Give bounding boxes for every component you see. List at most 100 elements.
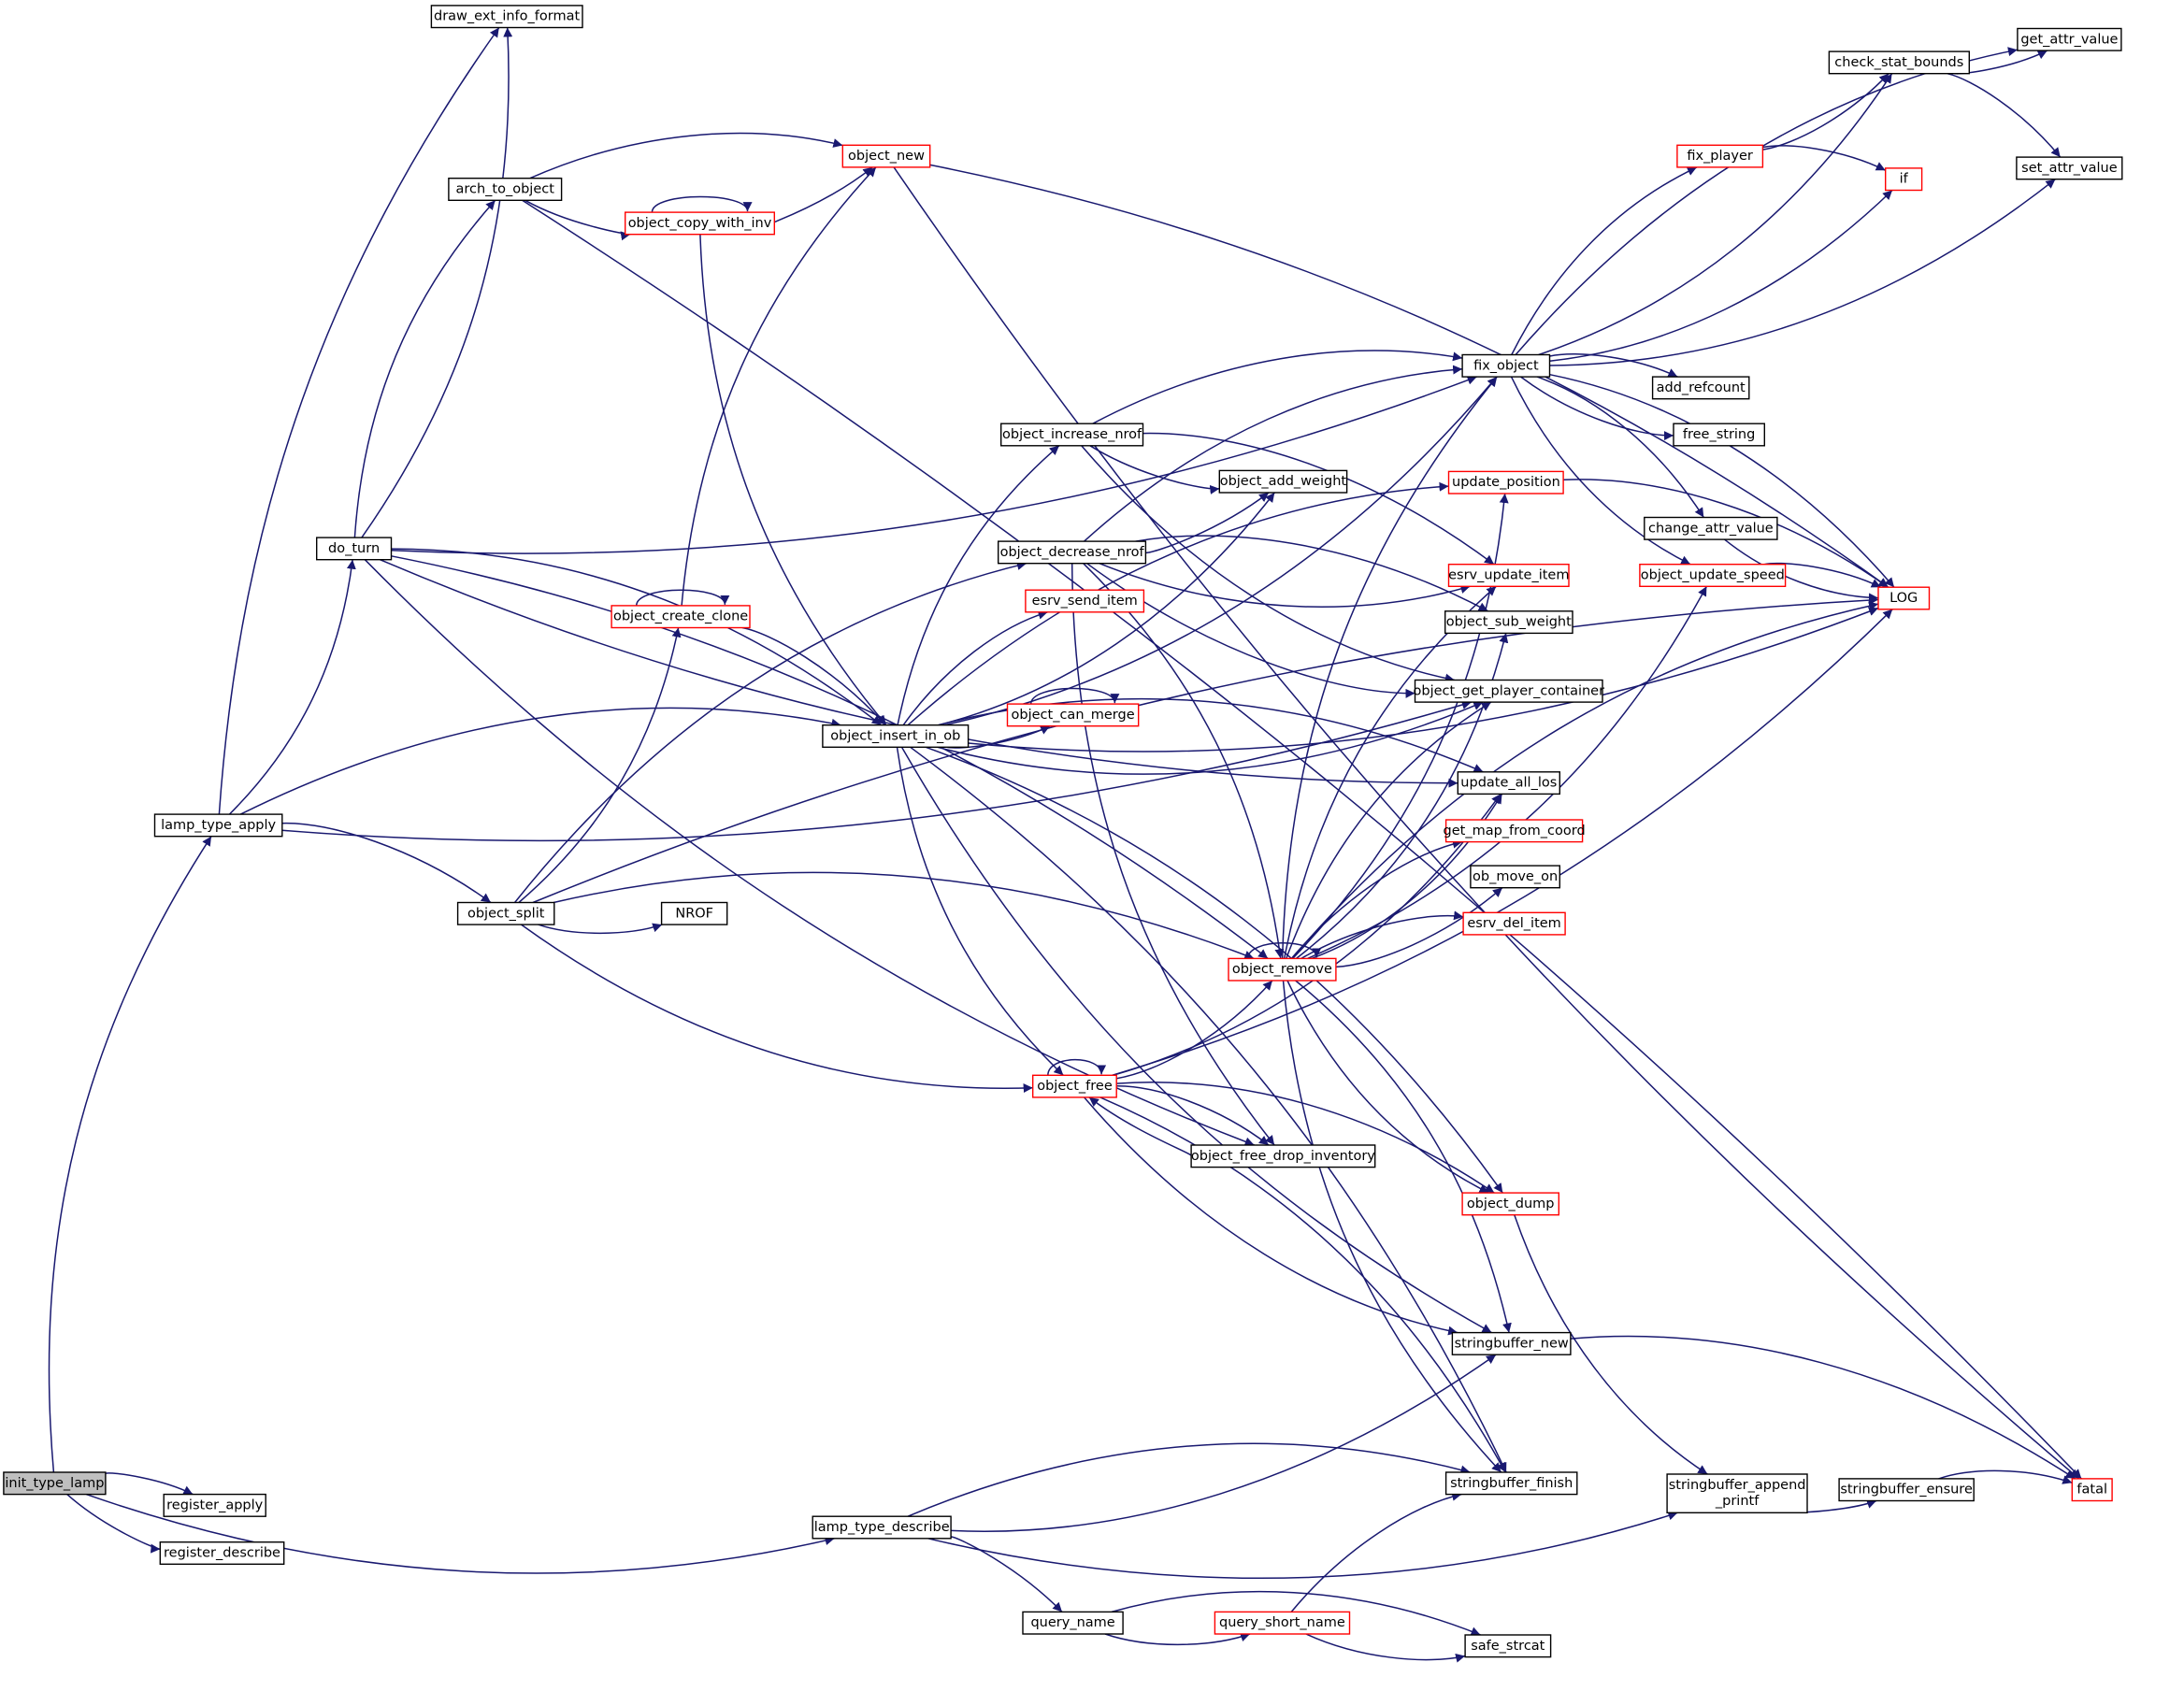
node-box-object_insert_in_ob [822,724,970,749]
edge-do_turn-to-draw_ext_info_format [361,27,513,538]
edge-object_remove-to-ob_move_on [1335,887,1503,968]
node-label-esrv_send_item: esrv_send_item [1032,594,1138,609]
node-object_free[interactable]: object_free [1031,1074,1117,1098]
node-object_sub_weight[interactable]: object_sub_weight [1444,610,1573,635]
node-object_decrease_nrof[interactable]: object_decrease_nrof [997,540,1147,565]
node-object_increase_nrof[interactable]: object_increase_nrof [999,423,1144,447]
node-esrv_send_item[interactable]: esrv_send_item [1025,589,1145,613]
node-esrv_del_item[interactable]: esrv_del_item [1462,911,1566,936]
edge-object_remove-to-stringbuffer_new [1295,980,1512,1333]
node-stringbuffer_append_printf[interactable]: stringbuffer_append_printf [1666,1473,1808,1513]
edge-arch_to_object-to-object_new [529,132,843,179]
edge-object_new-to-LOG [929,164,1889,588]
node-arch_to_object[interactable]: arch_to_object [448,177,563,201]
node-fatal[interactable]: fatal [2071,1478,2113,1502]
node-label-do_turn: do_turn [328,541,380,556]
node-get_map_from_coord[interactable]: get_map_from_coord [1444,819,1586,843]
node-box-object_sub_weight [1444,610,1573,635]
node-box-check_stat_bounds [1828,50,1971,75]
node-lamp_type_apply[interactable]: lamp_type_apply [153,813,283,838]
node-object_insert_in_ob[interactable]: object_insert_in_ob [822,724,970,749]
edge-object_remove-to-object_update_speed [1307,585,1708,960]
node-object_new[interactable]: object_new [841,144,931,168]
node-object_update_speed[interactable]: object_update_speed [1639,564,1787,588]
node-box-init_type_lamp [3,1471,107,1496]
node-init_type_lamp[interactable]: init_type_lamp [3,1471,107,1496]
node-get_attr_value[interactable]: get_attr_value [2017,27,2122,51]
node-object_dump[interactable]: object_dump [1461,1192,1559,1216]
node-update_position[interactable]: update_position [1447,470,1564,494]
node-object_add_weight[interactable]: object_add_weight [1218,469,1348,494]
node-change_attr_value[interactable]: change_attr_value [1644,516,1778,540]
nodes-layer: init_type_lamp register_apply register_des… [3,5,2123,1658]
edge-fix_object-to-object_update_speed [1510,376,1691,566]
node-free_string[interactable]: free_string [1673,423,1766,447]
node-label-query_short_name: query_short_name [1219,1615,1345,1630]
node-LOG[interactable]: LOG [1877,586,1931,610]
node-box-esrv_update_item [1447,564,1570,588]
node-box-lamp_type_apply [153,813,283,838]
edge-fix_object-to-get_attr_value [1515,47,2019,355]
node-register_describe[interactable]: register_describe [159,1541,285,1565]
edge-check_stat_bounds-to-set_attr_value [1947,72,2062,158]
node-object_split[interactable]: object_split [456,901,555,925]
edge-object_decrease_nrof-to-object_remove [1083,563,1285,959]
node-box-object_split [456,901,555,925]
edges-layer [48,27,2082,1663]
edge-change_attr_value-to-LOG [1724,538,1879,603]
node-fix_player[interactable]: fix_player [1676,144,1764,168]
node-object_can_merge[interactable]: object_can_merge [1006,703,1140,727]
node-box-object_decrease_nrof [997,540,1147,565]
node-register_apply[interactable]: register_apply [163,1493,266,1517]
edge-lamp_type_apply-to-object_insert_in_ob [239,707,841,815]
node-do_turn[interactable]: do_turn [316,537,393,561]
node-object_get_player_container[interactable]: object_get_player_container [1414,679,1605,703]
edge-object_insert_in_ob-to-object_add_weight [938,492,1275,726]
node-label-lamp_type_apply: lamp_type_apply [161,818,276,833]
edge-object_remove-to-update_position [1292,493,1509,959]
node-update_all_los[interactable]: update_all_los [1457,771,1561,795]
node-label-check_stat_bounds: check_stat_bounds [1834,55,1963,70]
edge-init_type_lamp-to-register_describe [66,1494,161,1554]
node-lamp_type_describe[interactable]: lamp_type_describe [812,1515,952,1540]
node-object_copy_with_inv[interactable]: object_copy_with_inv [625,211,776,236]
edge-object_copy_with_inv-to-object_copy_with_inv [651,195,753,213]
node-check_stat_bounds[interactable]: check_stat_bounds [1828,50,1971,75]
node-box-set_attr_value [2016,156,2123,180]
node-fix_object[interactable]: fix_object [1461,353,1551,378]
node-label-query_name: query_name [1030,1615,1114,1630]
node-NROF[interactable]: NROF [660,901,728,925]
node-box-arch_to_object [448,177,563,201]
edge-stringbuffer_append_printf-to-stringbuffer_ensure [1797,1499,1877,1514]
edge-fix_object-to-add_refcount [1549,352,1678,378]
node-draw_ext_info_format[interactable]: draw_ext_info_format [430,5,583,29]
node-set_attr_value[interactable]: set_attr_value [2016,156,2123,180]
node-object_free_drop_inventory[interactable]: object_free_drop_inventory [1190,1144,1376,1168]
edge-do_turn-to-arch_to_object [353,199,496,538]
node-box-update_position [1447,470,1564,494]
node-object_create_clone[interactable]: object_create_clone [611,605,751,629]
node-label-object_get_player_container: object_get_player_container [1414,683,1605,698]
node-box-if [1884,167,1923,192]
node-query_name[interactable]: query_name [1022,1611,1124,1635]
edge-fix_object-to-fix_player [1511,166,1698,355]
edge-object_insert_in_ob-to-object_increase_nrof [897,445,1060,725]
node-if[interactable]: if [1884,167,1923,192]
node-query_short_name[interactable]: query_short_name [1214,1611,1351,1635]
edge-object_insert_in_ob-to-object_free [896,747,1064,1076]
node-stringbuffer_finish[interactable]: stringbuffer_finish [1444,1471,1578,1496]
edge-object_decrease_nrof-to-object_free_drop_inventory [1070,563,1275,1146]
node-safe_strcat[interactable]: safe_strcat [1464,1634,1552,1658]
node-object_remove[interactable]: object_remove [1228,957,1337,982]
node-label-fix_object: fix_object [1473,358,1539,373]
node-add_refcount[interactable]: add_refcount [1651,376,1750,400]
edge-fix_object-to-check_stat_bounds [1538,73,1893,356]
node-stringbuffer_new[interactable]: stringbuffer_new [1451,1331,1572,1355]
node-stringbuffer_ensure[interactable]: stringbuffer_ensure [1838,1478,1975,1502]
node-esrv_update_item[interactable]: esrv_update_item [1447,564,1570,588]
edge-arch_to_object-to-object_copy_with_inv [524,199,631,241]
node-box-object_copy_with_inv [625,211,776,236]
node-ob_move_on[interactable]: ob_move_on [1470,865,1561,889]
edge-lamp_type_describe-to-stringbuffer_finish [907,1442,1471,1517]
node-label-object_new: object_new [848,149,925,164]
